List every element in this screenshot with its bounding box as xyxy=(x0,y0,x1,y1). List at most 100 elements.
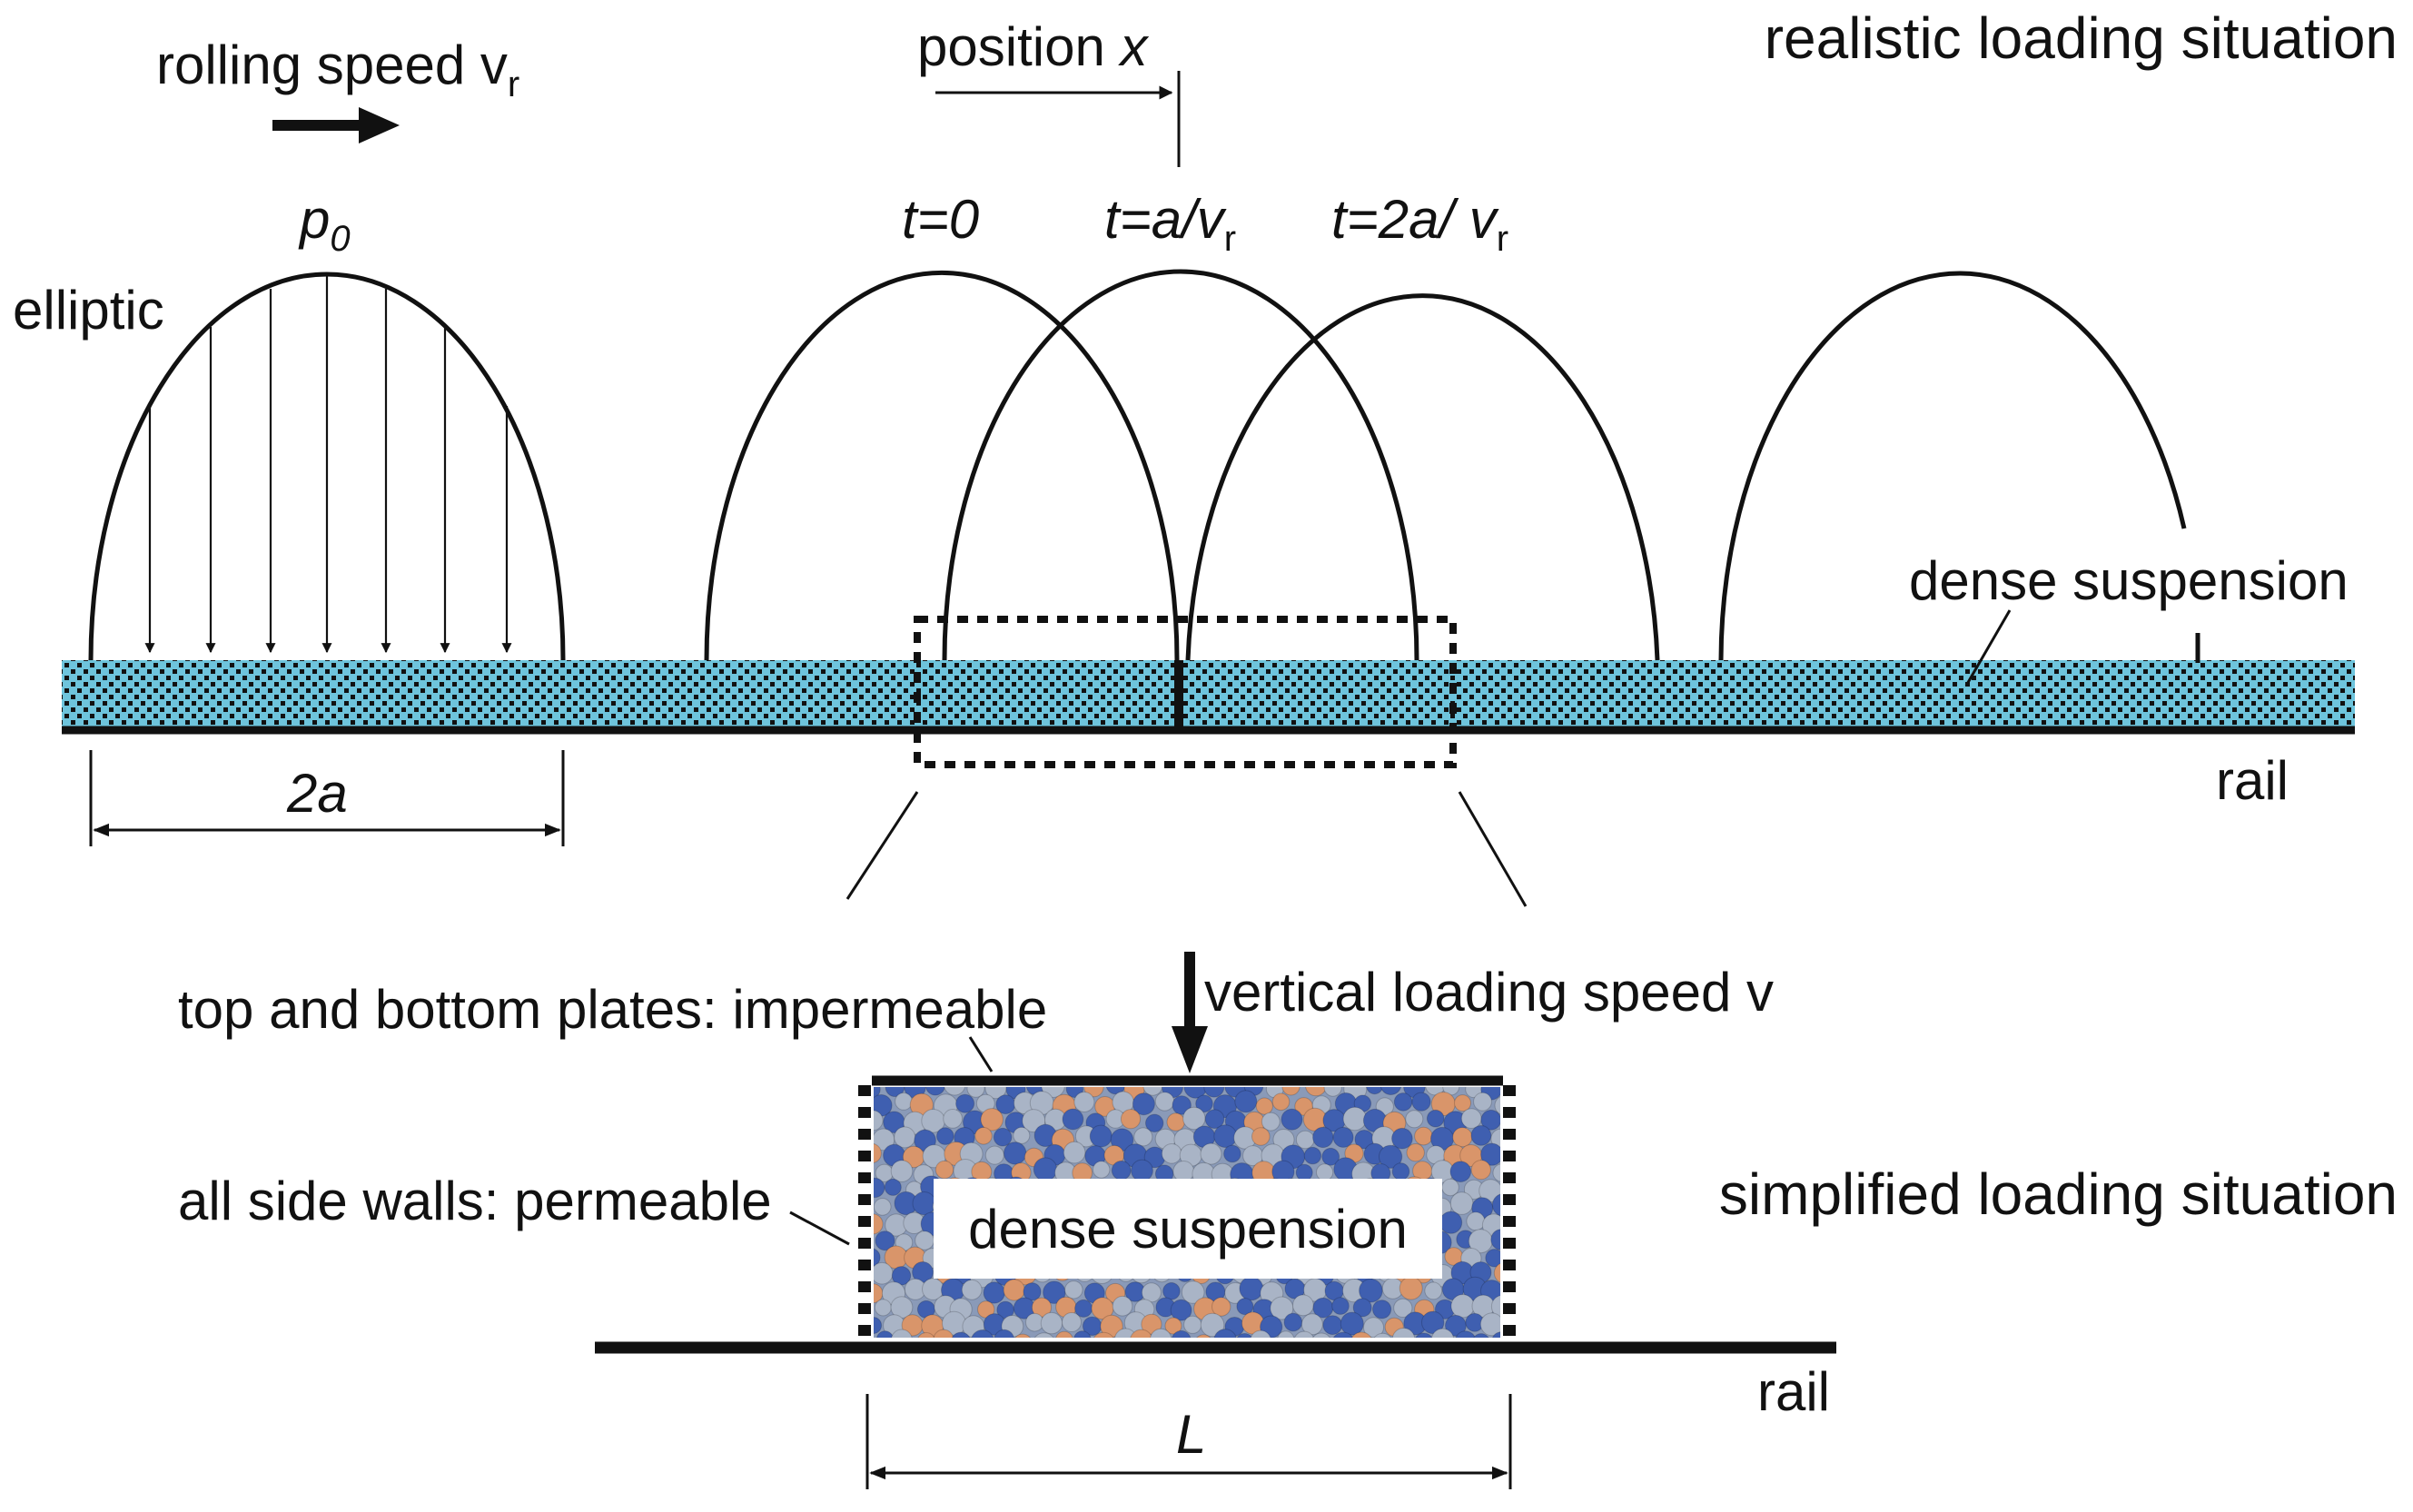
particle xyxy=(1332,1126,1354,1148)
particle xyxy=(1255,1097,1273,1115)
particle xyxy=(1445,1314,1467,1337)
particle xyxy=(1305,1087,1327,1097)
particle xyxy=(1515,1095,1536,1116)
particle xyxy=(1391,1328,1416,1338)
particle xyxy=(874,1087,881,1099)
particle xyxy=(1426,1109,1445,1128)
particle xyxy=(1033,1332,1054,1338)
plates-label: top and bottom plates: impermeable xyxy=(178,979,1047,1040)
particle xyxy=(1479,1312,1500,1337)
suspension-layer-top xyxy=(62,660,2355,728)
elliptic-pressure-curve xyxy=(88,272,566,661)
particle xyxy=(1321,1147,1340,1166)
particle xyxy=(935,1160,954,1180)
particle xyxy=(1352,1298,1372,1318)
particle xyxy=(1213,1329,1237,1338)
particle xyxy=(1172,1329,1192,1338)
particle xyxy=(993,1127,1013,1147)
particle xyxy=(925,1087,945,1096)
particle xyxy=(1303,1146,1322,1165)
particle xyxy=(1132,1092,1155,1116)
particle xyxy=(1421,1310,1445,1335)
particle xyxy=(1406,1143,1425,1162)
rail-top-label: rail xyxy=(2216,750,2289,811)
particle xyxy=(1062,1108,1084,1131)
particle xyxy=(1166,1112,1185,1132)
particle xyxy=(974,1127,993,1145)
particle xyxy=(951,1331,971,1338)
particle xyxy=(1162,1282,1181,1300)
particle xyxy=(983,1281,1005,1304)
dense-suspension-top-label: dense suspension xyxy=(1909,550,2349,611)
particle xyxy=(1142,1087,1163,1096)
particle xyxy=(1449,1191,1474,1215)
particle xyxy=(1342,1106,1368,1132)
particle xyxy=(1491,1331,1500,1338)
particle xyxy=(1372,1300,1392,1319)
particle xyxy=(1439,1211,1463,1234)
particle xyxy=(1460,1108,1482,1129)
particle xyxy=(1312,1126,1334,1149)
particle xyxy=(1332,1331,1354,1338)
particle xyxy=(1223,1144,1241,1163)
particle xyxy=(1112,1295,1133,1317)
particle xyxy=(1295,1163,1313,1181)
particle xyxy=(1261,1112,1281,1132)
particle xyxy=(1281,1087,1300,1096)
particle xyxy=(1294,1330,1315,1338)
particle xyxy=(1130,1329,1153,1338)
rail-bottom-label: rail xyxy=(1757,1361,1830,1422)
particle xyxy=(1013,1126,1031,1144)
particle xyxy=(1172,1161,1195,1182)
particle xyxy=(1466,1211,1486,1231)
dim-L-label: L xyxy=(1176,1404,1206,1465)
dense-suspension-box-label: dense suspension xyxy=(968,1199,1408,1260)
particle xyxy=(1414,1126,1433,1146)
particle xyxy=(1380,1087,1402,1095)
particle xyxy=(1089,1124,1113,1148)
particle xyxy=(1063,1141,1086,1164)
contact-curve-t0 xyxy=(704,270,1180,661)
vertical-loading-label: vertical loading speed v xyxy=(1204,962,1774,1023)
particle xyxy=(1452,1127,1473,1148)
particle xyxy=(1393,1092,1413,1112)
particle xyxy=(1023,1282,1042,1301)
plates-leader xyxy=(968,1036,994,1072)
particle xyxy=(1161,1143,1182,1164)
pressure-arrows xyxy=(144,275,512,654)
side-walls-leader xyxy=(789,1211,850,1246)
particle xyxy=(890,1160,914,1182)
particle xyxy=(1195,1094,1213,1113)
particle xyxy=(1250,1329,1271,1338)
particle xyxy=(876,1330,894,1338)
particle xyxy=(1283,1312,1303,1332)
particle xyxy=(971,1329,994,1338)
particle xyxy=(1514,1296,1538,1319)
contact-curve-t3 xyxy=(1718,271,2187,661)
particle xyxy=(1033,1157,1058,1181)
particle xyxy=(1311,1332,1331,1338)
particle xyxy=(1120,1109,1142,1130)
contact-curve-t1 xyxy=(942,269,1419,661)
particle xyxy=(1491,1193,1500,1217)
rolling-speed-arrowhead xyxy=(359,107,400,143)
particle xyxy=(1517,1163,1534,1181)
particle xyxy=(994,1329,1014,1338)
particle xyxy=(1251,1127,1271,1146)
particle xyxy=(1014,1333,1031,1338)
particle xyxy=(874,1110,884,1132)
particle xyxy=(1040,1311,1063,1335)
particle xyxy=(1200,1312,1225,1338)
particle xyxy=(955,1093,975,1113)
side-walls-label: all side walls: permeable xyxy=(178,1171,772,1231)
particle xyxy=(984,1145,1004,1165)
particle xyxy=(917,1332,935,1338)
particle xyxy=(943,1109,963,1129)
dim-2a-label: 2a xyxy=(286,763,348,824)
particle xyxy=(874,1177,885,1199)
particle xyxy=(1183,1315,1202,1334)
particle xyxy=(1271,1092,1291,1112)
particle xyxy=(1093,1161,1111,1179)
zoom-window xyxy=(914,616,1457,768)
